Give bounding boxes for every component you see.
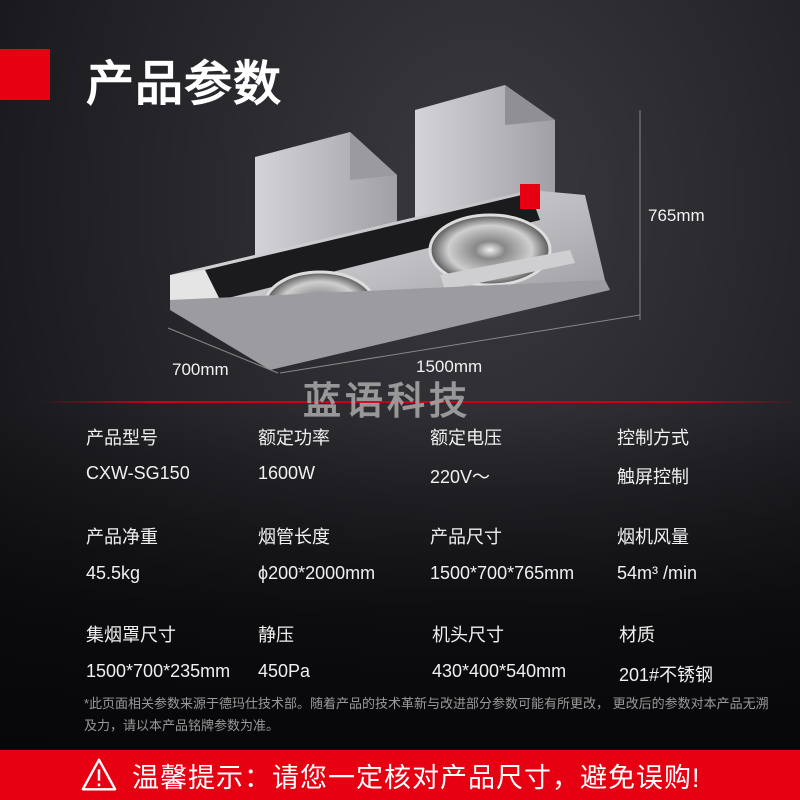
spec-value: 触屏控制	[617, 467, 689, 487]
spec-value: CXW-SG150	[86, 463, 190, 483]
warning-banner: 温馨提示：请您一定核对产品尺寸，避免误购!	[0, 750, 800, 800]
spec-label: 产品型号	[86, 428, 158, 448]
divider-line	[40, 401, 800, 403]
spec-label: 额定功率	[258, 428, 330, 448]
spec-value: 450Pa	[258, 661, 311, 681]
spec-label: 控制方式	[617, 428, 689, 448]
spec-value: 430*400*540mm	[432, 661, 567, 681]
spec-label: 材质	[619, 625, 655, 645]
spec-label: 烟管长度	[258, 527, 330, 547]
spec-label: 集烟罩尺寸	[86, 625, 176, 645]
spec-label: 机头尺寸	[432, 625, 504, 645]
spec-value: 45.5kg	[86, 563, 141, 583]
height-dimension-label: 765mm	[648, 206, 705, 225]
spec-label: 产品净重	[86, 527, 158, 547]
spec-label: 产品尺寸	[430, 527, 502, 547]
background-fade	[0, 410, 800, 750]
disclaimer-note: *此页面相关参数来源于德玛仕技术部。随着产品的技术革新与改进部分参数可能有所更改…	[84, 696, 769, 733]
title-accent-block	[0, 49, 50, 100]
spec-value: 54m³ /min	[617, 563, 698, 583]
spec-value: 201#不锈钢	[619, 665, 714, 685]
range-hood-image	[167, 85, 641, 374]
spec-label: 烟机风量	[617, 527, 689, 547]
spec-value: 1500*700*765mm	[430, 563, 575, 583]
page-title: 产品参数	[86, 56, 283, 112]
depth-dimension-label: 700mm	[172, 360, 229, 379]
spec-value: 220V～	[430, 467, 491, 487]
warning-icon	[81, 758, 117, 791]
spec-value: 1600W	[258, 463, 316, 483]
warning-text: 温馨提示：请您一定核对产品尺寸，避免误购!	[132, 762, 701, 793]
watermark: 蓝语科技	[303, 379, 472, 423]
width-dimension-label: 1500mm	[416, 357, 483, 376]
spec-value: ϕ200*2000mm	[258, 563, 376, 583]
spec-label: 静压	[258, 625, 294, 645]
spec-value: 1500*700*235mm	[86, 661, 231, 681]
spec-label: 额定电压	[430, 428, 502, 448]
